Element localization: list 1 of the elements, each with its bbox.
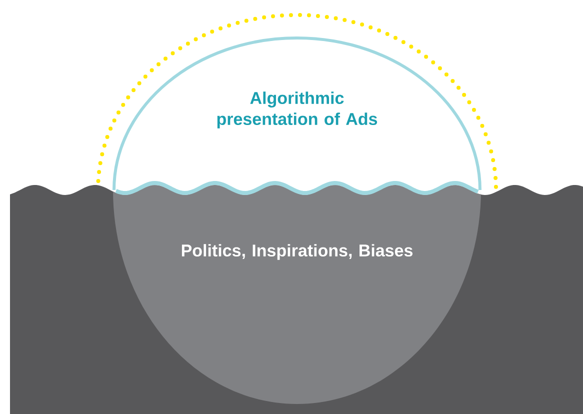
dome: Algorithmic presentation of Ads bbox=[112, 36, 482, 192]
